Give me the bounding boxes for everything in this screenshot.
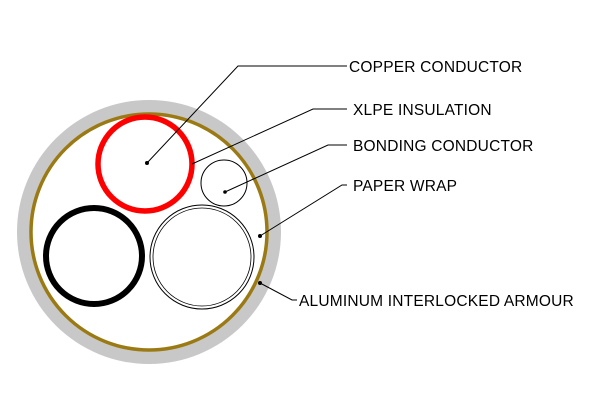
label-aluminum-armour: ALUMINUM INTERLOCKED ARMOUR <box>299 293 574 310</box>
red-insulated-conductor <box>95 114 195 214</box>
label-bonding-conductor: BONDING CONDUCTOR <box>353 138 534 155</box>
leader-copper-conductor <box>146 65 347 164</box>
black-insulated-conductor <box>43 205 145 307</box>
label-xlpe-insulation: XLPE INSULATION <box>353 102 492 119</box>
bonding-conductor <box>200 159 248 207</box>
paper-wrap-pointer-dot <box>258 234 262 238</box>
leader-aluminum-armour <box>259 282 297 301</box>
leader-paper-wrap <box>259 184 347 237</box>
leader-bonding-conductor <box>224 144 347 193</box>
leader-xlpe-insulation <box>191 108 347 165</box>
white-insulated-conductor-outer <box>149 204 255 310</box>
label-copper-conductor: COPPER CONDUCTOR <box>349 59 522 76</box>
label-paper-wrap: PAPER WRAP <box>353 178 457 195</box>
white-insulated-conductor-inner <box>152 207 252 307</box>
armour-pointer-dot <box>258 281 262 285</box>
